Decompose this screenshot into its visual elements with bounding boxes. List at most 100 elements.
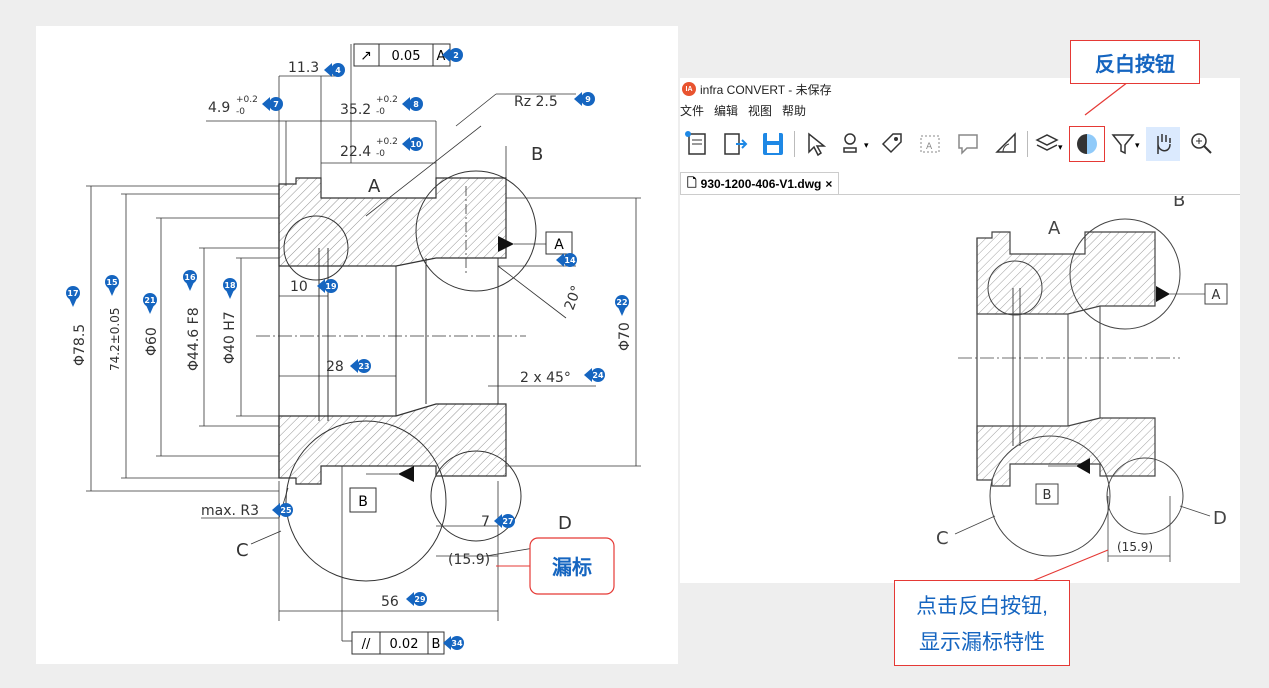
gdt-top-datum: A	[437, 49, 446, 64]
balloon-23: 23	[358, 362, 369, 371]
balloon-25: 25	[280, 506, 292, 515]
dim-22-4: 22.4	[340, 144, 371, 160]
view-label-c-app: C	[936, 528, 949, 549]
stamp-icon[interactable]: ▾	[837, 127, 871, 161]
menu-view[interactable]: 视图	[748, 104, 773, 118]
dim-dia-44-6: Φ44.6 F8	[186, 307, 202, 371]
balloon-34: 34	[451, 639, 463, 648]
gdt-top-tolerance: 0.05	[392, 49, 421, 64]
detail-circle-c	[285, 420, 447, 582]
view-label-b: B	[531, 144, 543, 165]
layers-icon[interactable]: ▾	[1032, 127, 1066, 161]
invert-button-callout-text: 反白按钮	[1095, 53, 1175, 76]
annotated-drawing-panel: A B ↗ 0.05 A // 0.02 B 11.3 4.9 +0.2 -0 …	[36, 26, 678, 664]
dim-15-9-app: (15.9)	[1117, 540, 1153, 554]
document-tab-label: 930-1200-406-V1.dwg	[700, 177, 822, 191]
dim-chamfer: 2 x 45°	[520, 370, 571, 386]
balloon-16: 16	[184, 273, 196, 282]
detail-circle-a	[283, 215, 349, 281]
view-label-b-app: B	[1173, 196, 1185, 211]
balloon-17: 17	[67, 289, 78, 298]
tag-icon[interactable]	[875, 127, 909, 161]
dim-74-2: 74.2±0.05	[108, 308, 122, 372]
save-icon[interactable]	[756, 127, 790, 161]
balloon-10: 10	[410, 140, 422, 149]
comment-icon[interactable]	[951, 127, 985, 161]
datum-b-label: B	[358, 494, 368, 510]
balloon-7: 7	[273, 100, 279, 109]
pan-hand-icon[interactable]	[1146, 127, 1180, 161]
click-note-callout: 点击反白按钮, 显示漏标特性	[894, 580, 1070, 666]
balloon-4: 4	[335, 66, 341, 75]
drawing-canvas[interactable]: A B A B C D (15.9)	[680, 196, 1240, 583]
dim-max-r3: max. R3	[201, 503, 259, 519]
dim-dia-70: Φ70	[617, 322, 633, 351]
tol-22-4-lo: -0	[376, 149, 385, 159]
dim-56: 56	[381, 594, 399, 610]
dim-4-9: 4.9	[208, 100, 230, 116]
menu-edit[interactable]: 编辑	[714, 104, 739, 118]
balloon-9: 9	[585, 95, 591, 104]
balloon-27: 27	[502, 517, 513, 526]
balloon-24: 24	[592, 371, 604, 380]
click-note-line2: 显示漏标特性	[919, 631, 1045, 654]
toolbar: ▾ A ▾ ▾	[680, 124, 1240, 164]
filter-icon[interactable]: ▾	[1108, 127, 1142, 161]
view-label-d-app: D	[1213, 508, 1227, 529]
datum-b-box-app	[1035, 483, 1059, 505]
title-bar: IA infra CONVERT - 未保存	[680, 78, 1240, 100]
click-note-line1: 点击反白按钮,	[916, 595, 1048, 618]
balloon-18: 18	[224, 281, 236, 290]
document-tab[interactable]: 🗋 930-1200-406-V1.dwg ×	[680, 172, 840, 195]
tol-22-4-up: +0.2	[376, 137, 398, 147]
balloon-19: 19	[325, 282, 337, 291]
balloon-21: 21	[144, 296, 156, 305]
datum-a-label-app: A	[1212, 288, 1221, 303]
annotated-drawing: A B ↗ 0.05 A // 0.02 B 11.3 4.9 +0.2 -0 …	[66, 43, 641, 655]
menu-bar: 文件 编辑 视图 帮助	[680, 102, 806, 122]
select-pointer-icon[interactable]	[799, 127, 833, 161]
balloon-22: 22	[616, 298, 627, 307]
datum-b-label-app: B	[1043, 488, 1052, 503]
datum-a-box-app	[1204, 283, 1228, 305]
tab-close-icon[interactable]: ×	[825, 177, 833, 191]
datum-a-label: A	[554, 237, 564, 253]
detail-circle-d	[430, 450, 522, 542]
svg-text:A: A	[926, 142, 933, 152]
svg-text:▾: ▾	[1058, 143, 1063, 153]
zoom-in-icon[interactable]	[1184, 127, 1218, 161]
dim-dia-60: Φ60	[144, 327, 160, 356]
dim-28: 28	[326, 359, 344, 375]
dim-11-3: 11.3	[288, 60, 319, 76]
dim-dia-40: Φ40 H7	[222, 311, 238, 364]
measure-icon[interactable]	[989, 127, 1023, 161]
gdt-bottom-datum: B	[432, 637, 441, 652]
dim-angle-20: 20°	[562, 284, 586, 313]
detail-circle-b	[415, 170, 537, 292]
dim-7: 7	[481, 514, 490, 530]
open-document-icon[interactable]	[718, 127, 752, 161]
missing-tag-text: 漏标	[552, 555, 592, 579]
lower-section	[278, 403, 507, 485]
dim-10: 10	[290, 279, 308, 295]
tol-4-9-lo: -0	[236, 107, 245, 117]
view-label-d: D	[558, 513, 572, 534]
balloon-2: 2	[453, 51, 459, 60]
text-box-icon[interactable]: A	[913, 127, 947, 161]
balloon-15: 15	[106, 278, 118, 287]
menu-file[interactable]: 文件	[680, 104, 705, 118]
runout-icon: ↗	[360, 48, 372, 64]
tol-35-2-up: +0.2	[376, 95, 398, 105]
dim-15-9: (15.9)	[448, 552, 490, 568]
new-document-icon[interactable]	[680, 127, 714, 161]
balloon-8: 8	[413, 100, 419, 109]
invert-button-callout: 反白按钮	[1070, 40, 1200, 84]
invert-button-icon[interactable]	[1069, 126, 1105, 162]
svg-text:▾: ▾	[864, 141, 869, 151]
gdt-bottom-tolerance: 0.02	[390, 637, 419, 652]
view-label-a: A	[368, 176, 381, 197]
svg-text:▾: ▾	[1135, 141, 1140, 151]
roughness-rz: Rz 2.5	[514, 94, 558, 110]
dim-35-2: 35.2	[340, 102, 371, 118]
menu-help[interactable]: 帮助	[782, 104, 807, 118]
